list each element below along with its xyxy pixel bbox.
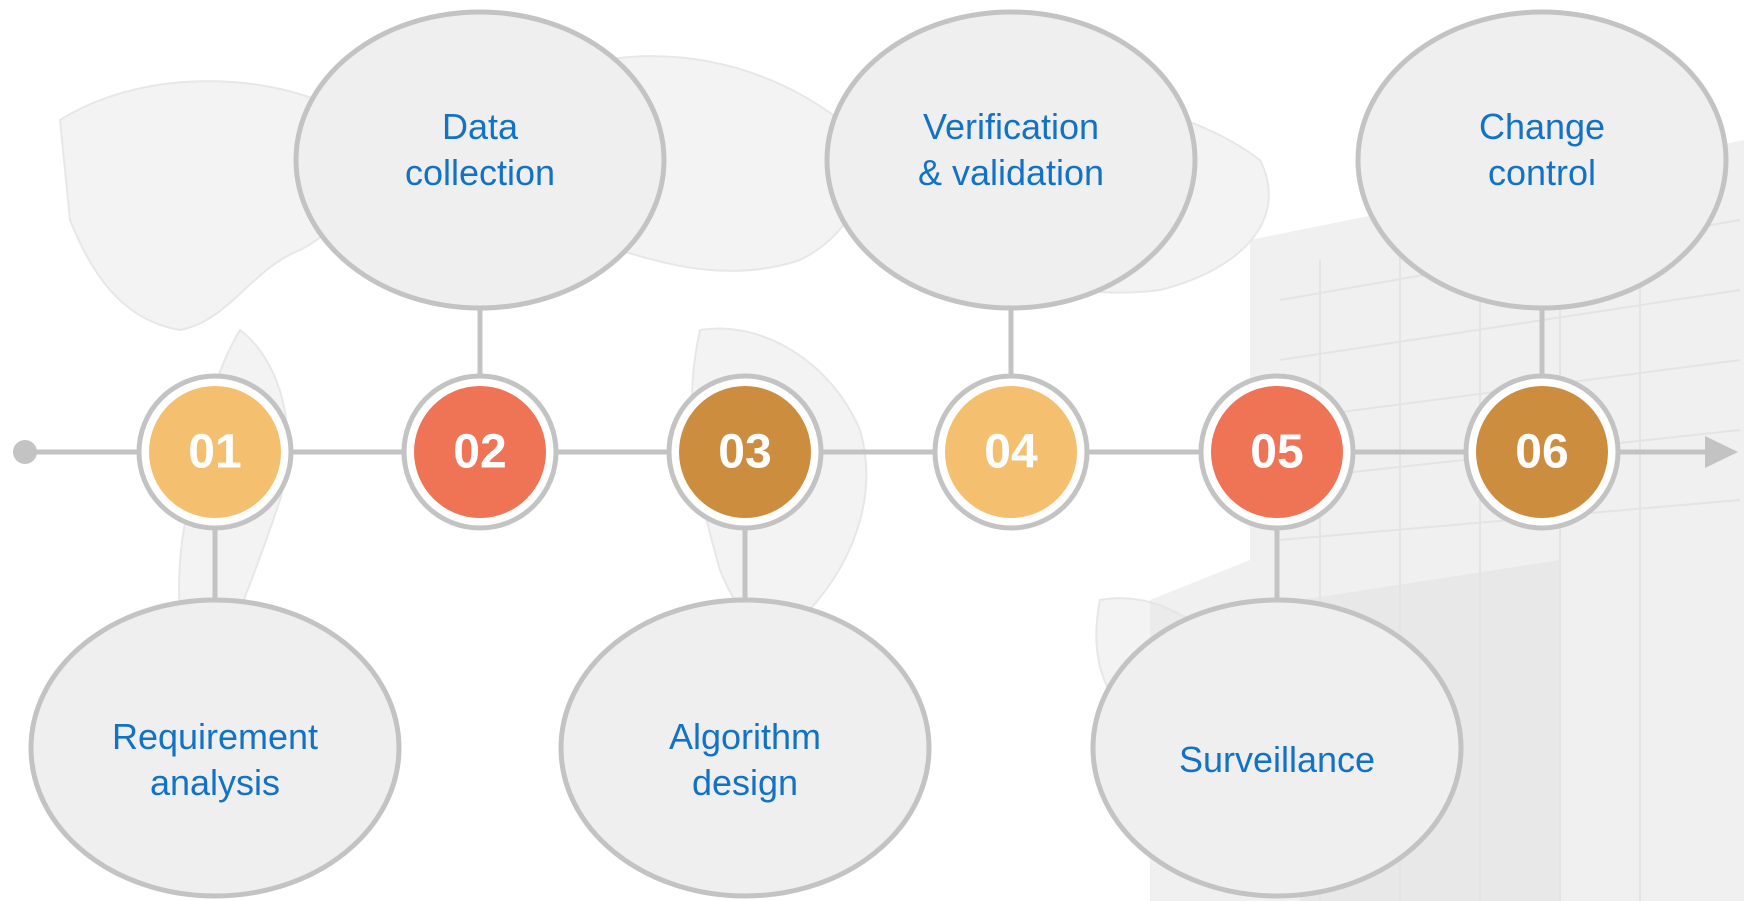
step-ellipse-01 bbox=[28, 597, 402, 899]
step-number-04: 04 bbox=[984, 425, 1038, 479]
step-label-05: Surveillance bbox=[1178, 739, 1376, 780]
step-number-02: 02 bbox=[453, 425, 507, 479]
step-circle-02 bbox=[414, 386, 546, 518]
arrow-right-icon bbox=[1705, 436, 1738, 468]
step-label-02: Data collection bbox=[404, 106, 556, 193]
step-number-03: 03 bbox=[718, 425, 772, 479]
step-ellipse-05 bbox=[1090, 597, 1464, 899]
step-label-03: Algorithm design bbox=[668, 716, 822, 803]
step-label-04: Verification & validation bbox=[917, 106, 1105, 193]
step-circle-04 bbox=[945, 386, 1077, 518]
step-circle-06 bbox=[1476, 386, 1608, 518]
step-label-01: Requirement analysis bbox=[111, 716, 319, 803]
step-ellipse-03 bbox=[558, 597, 932, 899]
step-circle-05 bbox=[1211, 386, 1343, 518]
step-ellipse-04 bbox=[824, 9, 1198, 311]
step-ellipse-06 bbox=[1355, 9, 1729, 311]
step-circle-03 bbox=[679, 386, 811, 518]
step-number-01: 01 bbox=[188, 425, 242, 479]
step-circle-01 bbox=[149, 386, 281, 518]
step-number-05: 05 bbox=[1250, 425, 1304, 479]
start-dot-icon bbox=[13, 440, 37, 464]
step-label-06: Change control bbox=[1478, 106, 1606, 193]
step-ellipse-02 bbox=[293, 9, 667, 311]
step-number-06: 06 bbox=[1515, 425, 1569, 479]
